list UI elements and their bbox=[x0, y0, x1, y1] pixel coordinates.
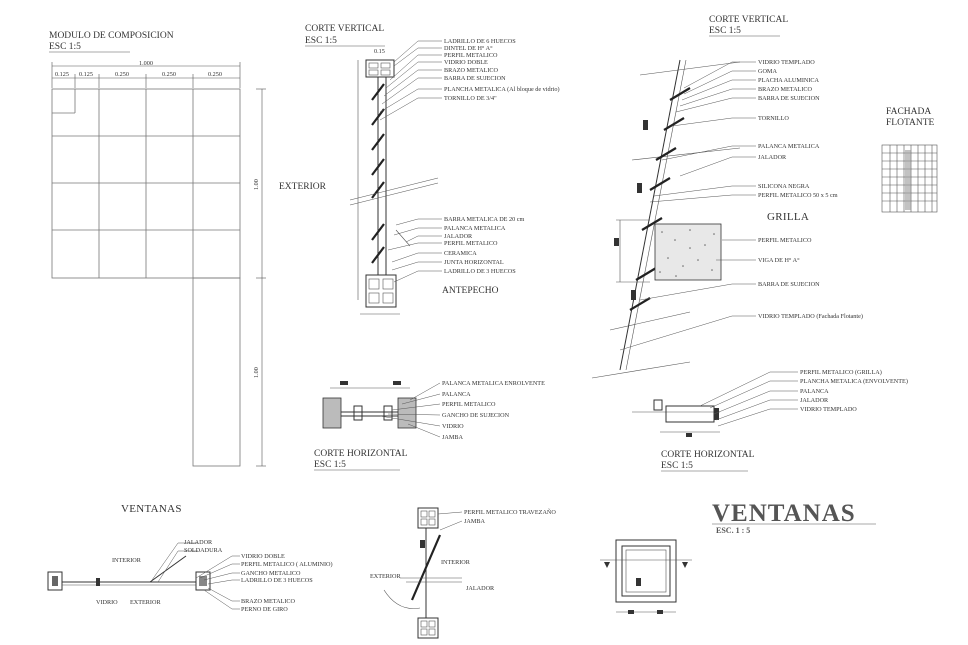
ch2-title: CORTE HORIZONTAL bbox=[661, 450, 755, 460]
ch2-label-4: VIDRIO TEMPLADO bbox=[800, 406, 857, 413]
fachada-flotante: FACHADA FLOTANTE bbox=[881, 107, 938, 213]
modulo-title: MODULO DE COMPOSICION bbox=[49, 31, 174, 41]
ch1-label-2: PERFIL METALICO bbox=[442, 401, 496, 408]
cv1-title: CORTE VERTICAL bbox=[305, 24, 384, 34]
dim-4: 0.250 bbox=[162, 71, 176, 78]
corte-horizontal-2: PERFIL METALICO (GRILLA) PLANCHA METALIC… bbox=[632, 369, 908, 472]
vs-label-7: PERNO DE GIRO bbox=[241, 606, 288, 613]
cv2-label-0: VIDRIO TEMPLADO bbox=[758, 59, 815, 66]
corte-vertical-1: CORTE VERTICAL ESC 1:5 0.15 bbox=[305, 24, 560, 315]
cv2-label-6: PALANCA METALICA bbox=[758, 143, 820, 150]
cv2-label2-1: VIGA DE H° A° bbox=[758, 257, 800, 264]
ch1-label-0: PALANCA METALICA ENROLVENTE bbox=[442, 380, 545, 387]
cv2-label-9: PERFIL METALICO 50 x 5 cm bbox=[758, 192, 838, 199]
cv1-label-7: TORNILLO DE 3/4" bbox=[444, 95, 497, 102]
cv1-top-dim: 0.15 bbox=[374, 48, 385, 55]
side-dim-1: 1.00 bbox=[253, 179, 260, 190]
ch2-label-1: PLANCHA METALICA (ENVOLVENTE) bbox=[800, 378, 908, 385]
cv1-label2-1: PALANCA METALICA bbox=[444, 225, 506, 232]
vs-label-6: BRAZO METALICO bbox=[241, 598, 296, 605]
ch1-label-5: JAMBA bbox=[442, 434, 464, 441]
vs-interior: INTERIOR bbox=[112, 557, 142, 564]
vs-label-3: PERFIL METALICO ( ALUMINIO) bbox=[241, 561, 333, 568]
ch2-label-0: PERFIL METALICO (GRILLA) bbox=[800, 369, 882, 376]
vs-exterior: EXTERIOR bbox=[130, 599, 161, 606]
ch1-scale: ESC 1:5 bbox=[314, 460, 346, 470]
cv2-label-8: SILICONA NEGRA bbox=[758, 183, 810, 190]
ch2-scale: ESC 1:5 bbox=[661, 461, 693, 471]
cv1-label-1: DINTEL DE H° A° bbox=[444, 45, 493, 52]
cv1-label2-6: LADRILLO DE 3 HUECOS bbox=[444, 268, 516, 275]
vs-vidrio: VIDRIO bbox=[96, 599, 118, 606]
cv1-scale: ESC 1:5 bbox=[305, 36, 337, 46]
ch1-label-1: PALANCA bbox=[442, 391, 471, 398]
cv2-label2-0: PERFIL METALICO bbox=[758, 237, 812, 244]
cv1-label2-0: BARRA METALICA DE 20 cm bbox=[444, 216, 524, 223]
cv2-title: CORTE VERTICAL bbox=[709, 15, 788, 25]
ch1-label-3: GANCHO DE SUJECION bbox=[442, 412, 510, 419]
cv1-label2-4: CERAMICA bbox=[444, 250, 477, 257]
cv1-antepecho: ANTEPECHO bbox=[442, 286, 499, 296]
pivot-jalador: JALADOR bbox=[466, 585, 495, 592]
cv1-label-6: PLANCHA METALICA (Al bloque de vidrio) bbox=[444, 86, 560, 93]
vs-label-2: VIDRIO DOBLE bbox=[241, 553, 285, 560]
cv1-label-4: BRAZO METALICO bbox=[444, 67, 499, 74]
cv2-label-2: PLACHA ALUMINICA bbox=[758, 77, 820, 84]
cv1-label-3: VIDRIO DOBLE bbox=[444, 59, 488, 66]
cv2-label2-2: BARRA DE SUJECION bbox=[758, 281, 820, 288]
exterior-label: EXTERIOR bbox=[279, 182, 327, 192]
cv1-label-5: BARRA DE SUJECION bbox=[444, 75, 506, 82]
cv2-label-3: BRAZO METALICO bbox=[758, 86, 813, 93]
cv1-label2-2: JALADOR bbox=[444, 233, 473, 240]
pivot-label-0: PERFIL METALICO TRAVEZAÑO bbox=[464, 508, 556, 516]
vs-label-1: SOLDADURA bbox=[184, 547, 223, 554]
ch1-title: CORTE HORIZONTAL bbox=[314, 449, 408, 459]
cv2-label-7: JALADOR bbox=[758, 154, 787, 161]
modulo-scale: ESC 1:5 bbox=[49, 42, 81, 52]
cv1-label-2: PERFIL METALICO bbox=[444, 52, 498, 59]
cv1-label2-5: JUNTA HORIZONTAL bbox=[444, 259, 504, 266]
cv2-label2-3: VIDRIO TEMPLADO (Fachada Flotante) bbox=[758, 313, 863, 320]
fachada-line2: FLOTANTE bbox=[886, 118, 935, 128]
corte-vertical-2: CORTE VERTICAL ESC 1:5 bbox=[591, 15, 863, 379]
cv1-label-0: LADRILLO DE 6 HUECOS bbox=[444, 38, 516, 45]
pivot-exterior: EXTERIOR bbox=[370, 573, 401, 580]
ventana-pivotante: PERFIL METALICO TRAVEZAÑO JAMBA INTERIOR… bbox=[370, 507, 556, 639]
ventanas-bloque: VENTANAS ESC. 1 : 5 bbox=[600, 500, 876, 614]
ch1-label-4: VIDRIO bbox=[442, 423, 464, 430]
pivot-label-1: JAMBA bbox=[464, 518, 486, 525]
corte-horizontal-1: PALANCA METALICA ENROLVENTE PALANCA PERF… bbox=[314, 380, 545, 471]
cv1-label2-3: PERFIL METALICO bbox=[444, 240, 498, 247]
ch2-label-2: PALANCA bbox=[800, 388, 829, 395]
dim-3: 0.250 bbox=[115, 71, 129, 78]
ventanas-big-scale: ESC. 1 : 5 bbox=[716, 526, 750, 535]
pivot-interior: INTERIOR bbox=[441, 559, 471, 566]
dim-5: 0.250 bbox=[208, 71, 222, 78]
ventanas-small-title: VENTANAS bbox=[121, 503, 182, 515]
cv2-label-5: TORNILLO bbox=[758, 115, 789, 122]
cv2-grilla: GRILLA bbox=[767, 211, 809, 223]
ch2-label-3: JALADOR bbox=[800, 397, 829, 404]
vs-label-4: GANCHO METALICO bbox=[241, 570, 301, 577]
ventanas-detalle: VENTANAS JALADOR SOLDADURA VIDRIO DOBLE … bbox=[47, 503, 333, 613]
ventanas-big-title: VENTANAS bbox=[712, 500, 856, 527]
cv2-scale: ESC 1:5 bbox=[709, 26, 741, 36]
cv2-label-4: BARRA DE SUJECION bbox=[758, 95, 820, 102]
modulo-composicion: MODULO DE COMPOSICION ESC 1:5 1.000 0.12… bbox=[49, 31, 327, 467]
cv2-label-1: GOMA bbox=[758, 68, 777, 75]
dim-1: 0.125 bbox=[55, 71, 69, 78]
vs-label-0: JALADOR bbox=[184, 539, 213, 546]
vs-label-5: LADRILLO DE 3 HUECOS bbox=[241, 577, 313, 584]
dim-2: 0.125 bbox=[79, 71, 93, 78]
fachada-line1: FACHADA bbox=[886, 107, 931, 117]
dim-total: 1.000 bbox=[139, 60, 153, 67]
side-dim-2: 1.00 bbox=[253, 367, 260, 378]
